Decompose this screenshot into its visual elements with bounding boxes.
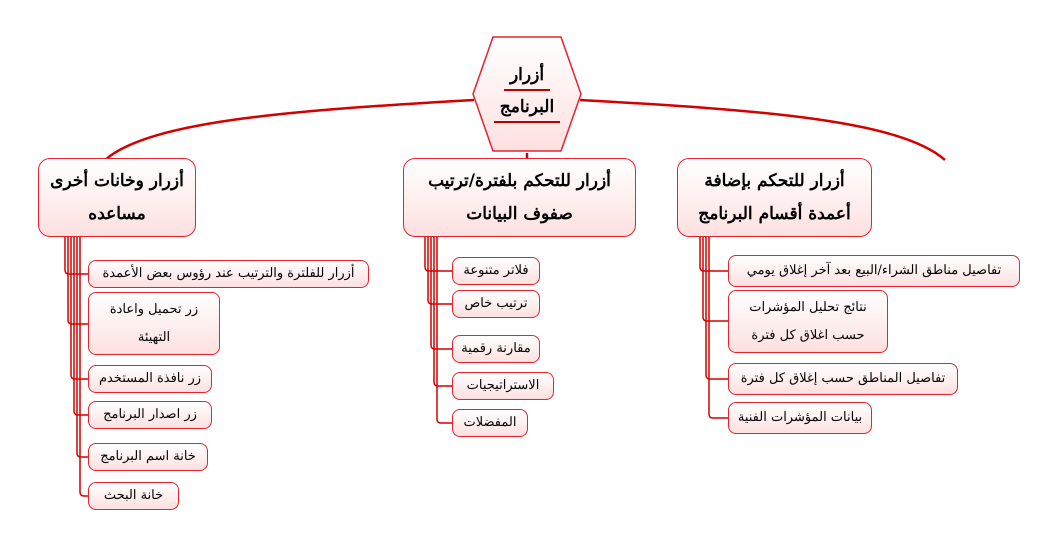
root-node: أزرار البرنامج <box>471 35 583 153</box>
leaf-version-button: زر اصدار البرنامج <box>88 401 212 429</box>
root-title-line2: البرنامج <box>493 97 561 123</box>
leaf-user-window-button: زر نافذة المستخدم <box>88 365 212 393</box>
leaf-strategies: الاستراتيجيات <box>452 372 554 400</box>
leaf-zones-per-period: تفاصيل المناطق حسب إغلاق كل فترة <box>728 363 958 395</box>
leaf-custom-sort: ترتيب خاص <box>452 290 540 318</box>
leaf-favorites: المفضلات <box>452 409 528 437</box>
leaf-indicator-analysis-results: نتائج تحليل المؤشرات حسب اغلاق كل فترة <box>728 290 888 353</box>
leaf-numeric-compare: مقارنة رقمية <box>452 335 540 363</box>
category-helper-buttons: أزرار وخانات أخرى مساعده <box>38 158 196 237</box>
leaf-load-reset-button: زر تحميل واعادة التهيئة <box>88 292 220 355</box>
category-add-columns-buttons: أزرار للتحكم بإضافة أعمدة أقسام البرنامج <box>677 158 872 237</box>
category-filter-sort-buttons: أزرار للتحكم بلفترة/ترتيب صفوف البيانات <box>403 158 636 237</box>
leaf-technical-indicators-data: بيانات المؤشرات الفنية <box>728 402 872 434</box>
leaf-header-filter-buttons: أزرار للفلترة والترتيب عند رؤوس بعض الأع… <box>88 260 369 288</box>
leaf-program-name-field: خانة اسم البرنامج <box>88 443 208 471</box>
leaf-buy-sell-zones-details: تفاصيل مناطق الشراء/البيع بعد آخر إغلاق … <box>728 255 1020 287</box>
leaf-various-filters: فلاتر متنوعة <box>452 257 540 285</box>
leaf-search-field: خانة البحث <box>88 482 179 510</box>
root-title-line1: أزرار <box>503 65 551 91</box>
